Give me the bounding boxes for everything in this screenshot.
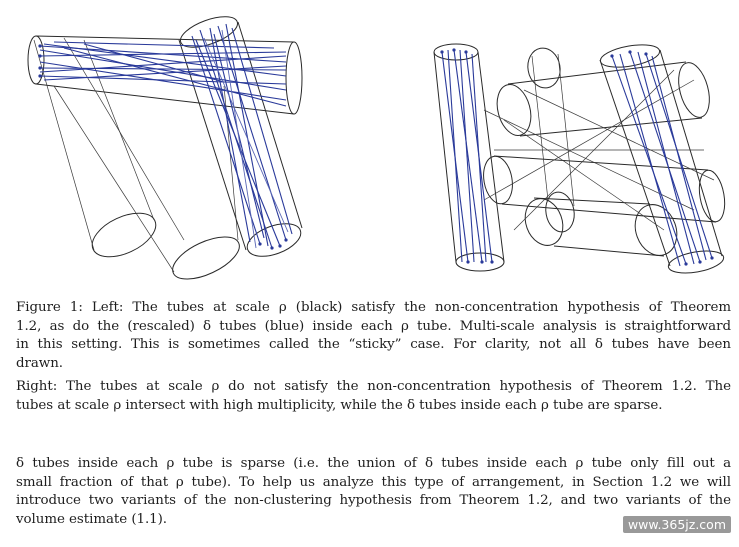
rho-tube [527,47,575,233]
caption-line: Right: The tubes at scale ρ do not satis… [16,379,731,394]
rho-tube [27,35,303,115]
rho-tube [496,61,710,137]
delta-tubes-horizontal [39,41,287,107]
body-line: δ tubes inside each ρ tube is sparse (i.… [16,456,731,471]
rho-tube [483,155,726,223]
caption-line: in this setting. This is sometimes calle… [16,337,731,353]
body-line: small fraction of that ρ tube). To help … [16,474,731,490]
delta-tubes-right [611,51,713,267]
delta-tubes-sparse-cross [483,69,715,231]
figure-caption-left: Figure 1: Left: The tubes at scale ρ (bl… [16,299,731,373]
caption-line: Figure 1: Left: The tubes at scale ρ (bl… [16,300,731,315]
caption-line: drawn. [16,355,63,371]
body-paragraph: δ tubes inside each ρ tube is sparse (i.… [16,455,731,529]
caption-line: 1.2, as do the (rescaled) δ tubes (blue)… [16,318,731,334]
figure-caption-right: Right: The tubes at scale ρ do not satis… [16,378,731,415]
delta-tubes-left [441,49,493,263]
rho-tube [53,37,240,280]
delta-tube-ends [38,44,288,250]
left-panel-sticky-tubes [27,16,303,280]
figure-1 [27,16,726,280]
delta-tubes-vertical [191,23,293,249]
right-panel-nonsticky-tubes [433,43,726,274]
body-line: introduce two variants of the non-cluste… [16,493,731,509]
rho-tube [524,197,678,257]
body-line: volume estimate (1.1). [16,511,168,527]
delta-tube-ends [440,48,714,266]
rho-tube [178,16,303,257]
caption-line: tubes at scale ρ intersect with high mul… [16,397,663,413]
watermark: www.365jz.com [622,516,731,533]
